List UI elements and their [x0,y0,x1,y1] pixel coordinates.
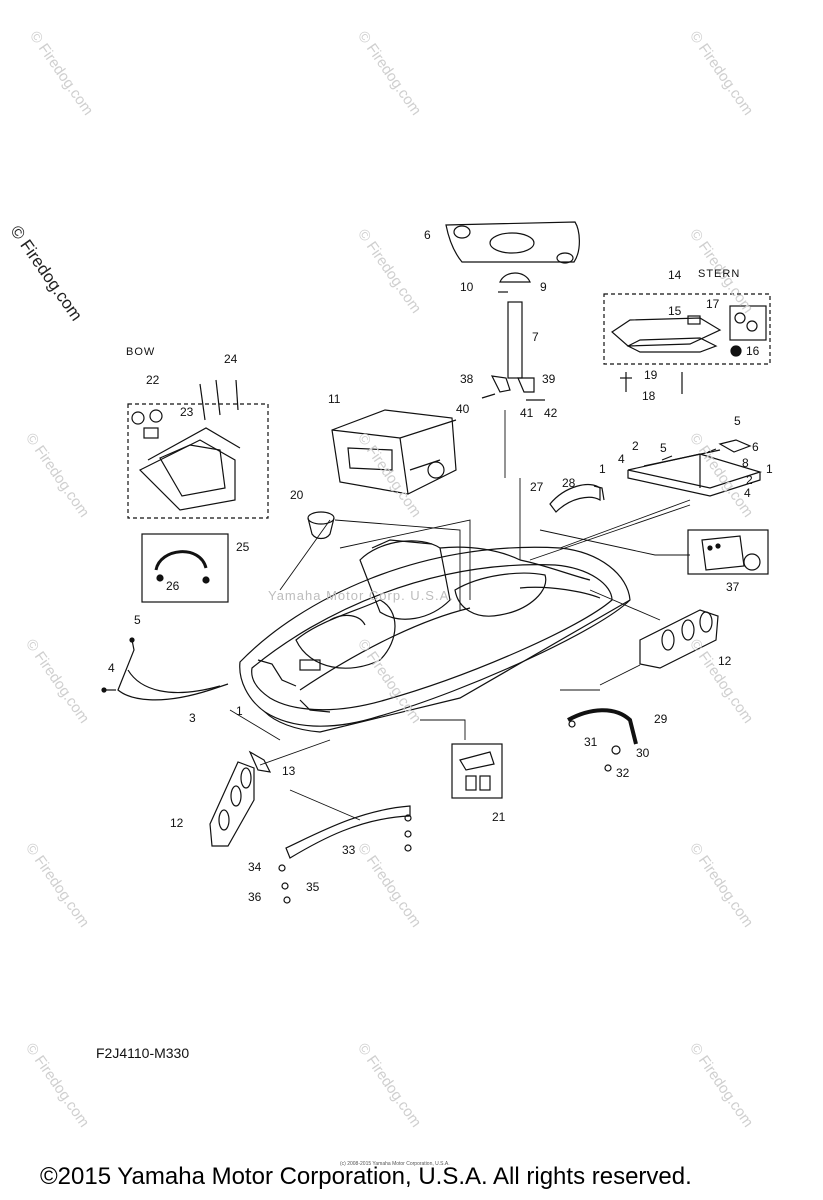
callout-22: 22 [146,373,160,387]
drain-box [451,743,503,799]
callout-23: 23 [180,405,194,419]
callout-30: 30 [636,746,650,760]
callout-4: 4 [618,452,625,466]
fine-print: (c) 2008-2015 Yamaha Motor Corporation, … [340,1161,450,1167]
cleat-right [639,609,719,669]
callout-2: 2 [746,473,753,487]
callout-7: 7 [532,330,539,344]
stern-rails [627,439,763,497]
plate-37 [687,529,769,575]
faded-watermark-text: Yamaha Motor Corp. U.S.A. [268,588,454,603]
hull-drawing [239,539,631,733]
callout-34: 34 [248,860,262,874]
callout-12: 12 [718,654,732,668]
stern-box [603,293,771,365]
callout-16: 16 [746,344,760,358]
callout-8: 8 [742,456,749,470]
callout-5: 5 [660,441,667,455]
callout-4: 4 [744,486,751,500]
callout-24: 24 [224,352,238,366]
bow-label: BOW [126,346,156,358]
callout-10: 10 [460,280,474,294]
callout-32: 32 [616,766,630,780]
callout-25: 25 [236,540,250,554]
callout-17: 17 [706,297,720,311]
callout-1: 1 [599,462,606,476]
bolts-18-19 [620,372,683,394]
diagram-code: F2J4110-M330 [96,1045,190,1061]
handrail-29 [567,708,638,772]
callout-41: 41 [520,406,534,420]
cable-part [101,637,229,701]
pole-part [481,301,545,401]
callout-39: 39 [542,372,556,386]
bow-box [127,379,269,519]
stern-label: STERN [698,268,741,280]
callout-12: 12 [170,816,184,830]
callout-37: 37 [726,580,740,594]
cup-holder [307,511,335,540]
callout-9: 9 [540,280,547,294]
rail-27 [549,483,605,513]
callout-11: 11 [328,392,341,406]
callout-42: 42 [544,406,558,420]
callout-2: 2 [632,439,639,453]
cooler [331,409,457,495]
callout-27: 27 [530,480,544,494]
callout-1: 1 [236,704,243,718]
callout-13: 13 [282,764,296,778]
hose-box [141,533,229,603]
callout-6: 6 [424,228,431,242]
cleat-left [209,761,255,847]
callout-15: 15 [668,304,682,318]
hatch-panel [445,221,580,293]
callout-36: 36 [248,890,262,904]
callout-33: 33 [342,843,356,857]
callout-5: 5 [734,414,741,428]
callout-21: 21 [492,810,506,824]
callout-35: 35 [306,880,320,894]
copyright-footer: ©2015 Yamaha Motor Corporation, U.S.A. A… [40,1163,692,1190]
callout-5: 5 [134,613,141,627]
callout-19: 19 [644,368,658,382]
rail-33 [278,805,412,904]
callout-28: 28 [562,476,576,490]
callout-38: 38 [460,372,474,386]
callout-4: 4 [108,661,115,675]
callout-1: 1 [766,462,773,476]
callout-20: 20 [290,488,304,502]
part-13 [248,750,272,773]
callout-29: 29 [654,712,668,726]
callout-31: 31 [584,735,598,749]
callout-3: 3 [189,711,196,725]
callout-26: 26 [166,579,180,593]
callout-6: 6 [752,440,759,454]
callout-18: 18 [642,389,656,403]
leader-lines [229,410,691,821]
callout-40: 40 [456,402,470,416]
callout-14: 14 [668,268,682,282]
